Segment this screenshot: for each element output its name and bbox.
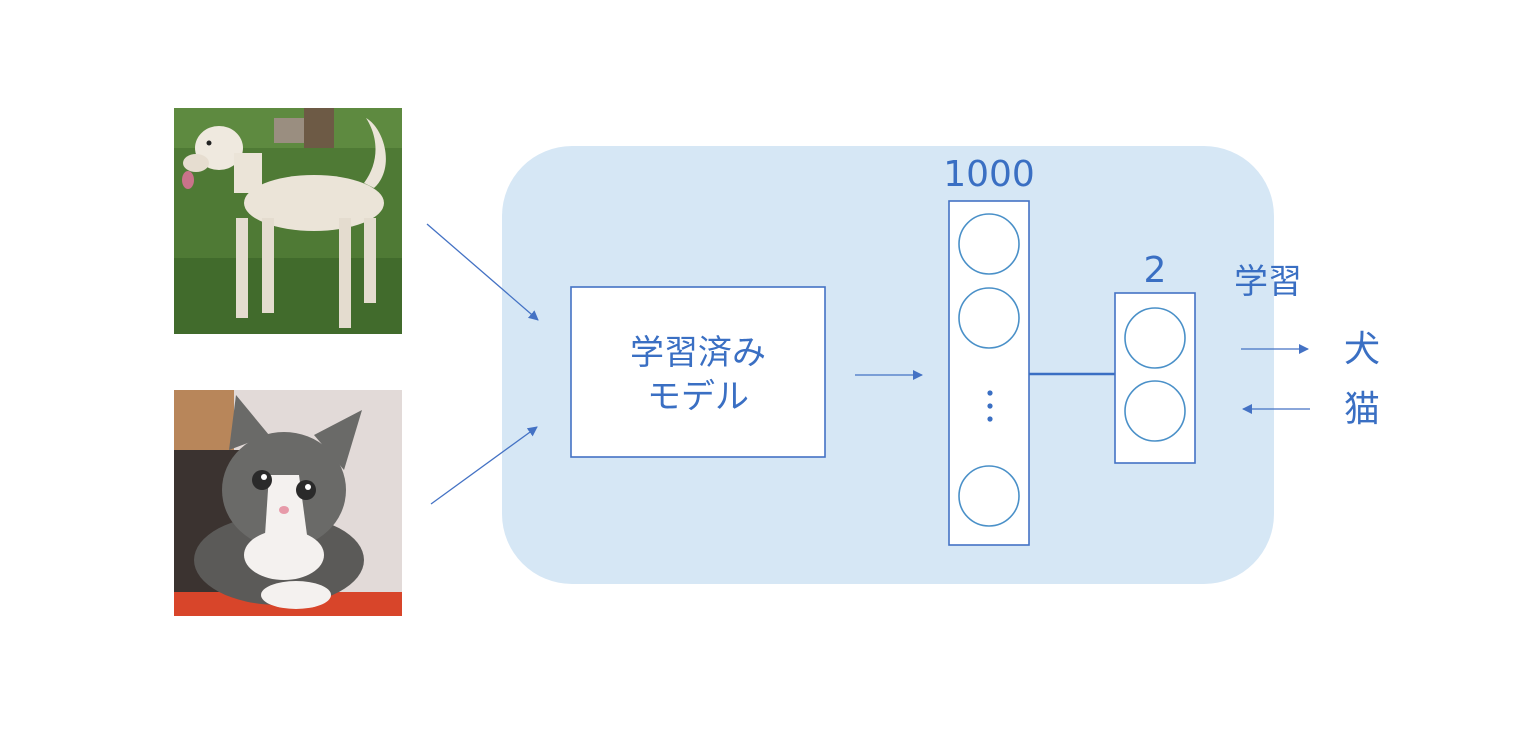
ellipsis-dot: [987, 403, 993, 409]
ellipsis-dot: [987, 390, 993, 396]
training-label: 学習: [1234, 262, 1302, 302]
cat-photo: [174, 390, 402, 616]
hidden-neuron: [958, 287, 1020, 349]
cat-input-arrow: [430, 426, 538, 505]
output-neuron: [1124, 380, 1186, 442]
ellipsis-dot: [987, 416, 993, 422]
dog-photo: [174, 108, 402, 334]
model-label: 学習済み モデル: [630, 333, 766, 418]
output-layer-size-label: 2: [1143, 250, 1167, 291]
class-label-cat: 猫: [1344, 389, 1381, 430]
pretrained-model-box: [570, 286, 826, 458]
hidden-neuron: [958, 213, 1020, 275]
output-neuron: [1124, 307, 1186, 369]
output-layer-2: [1114, 292, 1196, 464]
hidden-neuron: [958, 465, 1020, 527]
dog-input-arrow: [426, 223, 539, 321]
hidden-layer-1000: [948, 200, 1030, 546]
pipeline-panel: [502, 146, 1274, 584]
hidden-layer-size-label: 1000: [943, 154, 1035, 195]
class-label-dog: 犬: [1344, 329, 1381, 370]
